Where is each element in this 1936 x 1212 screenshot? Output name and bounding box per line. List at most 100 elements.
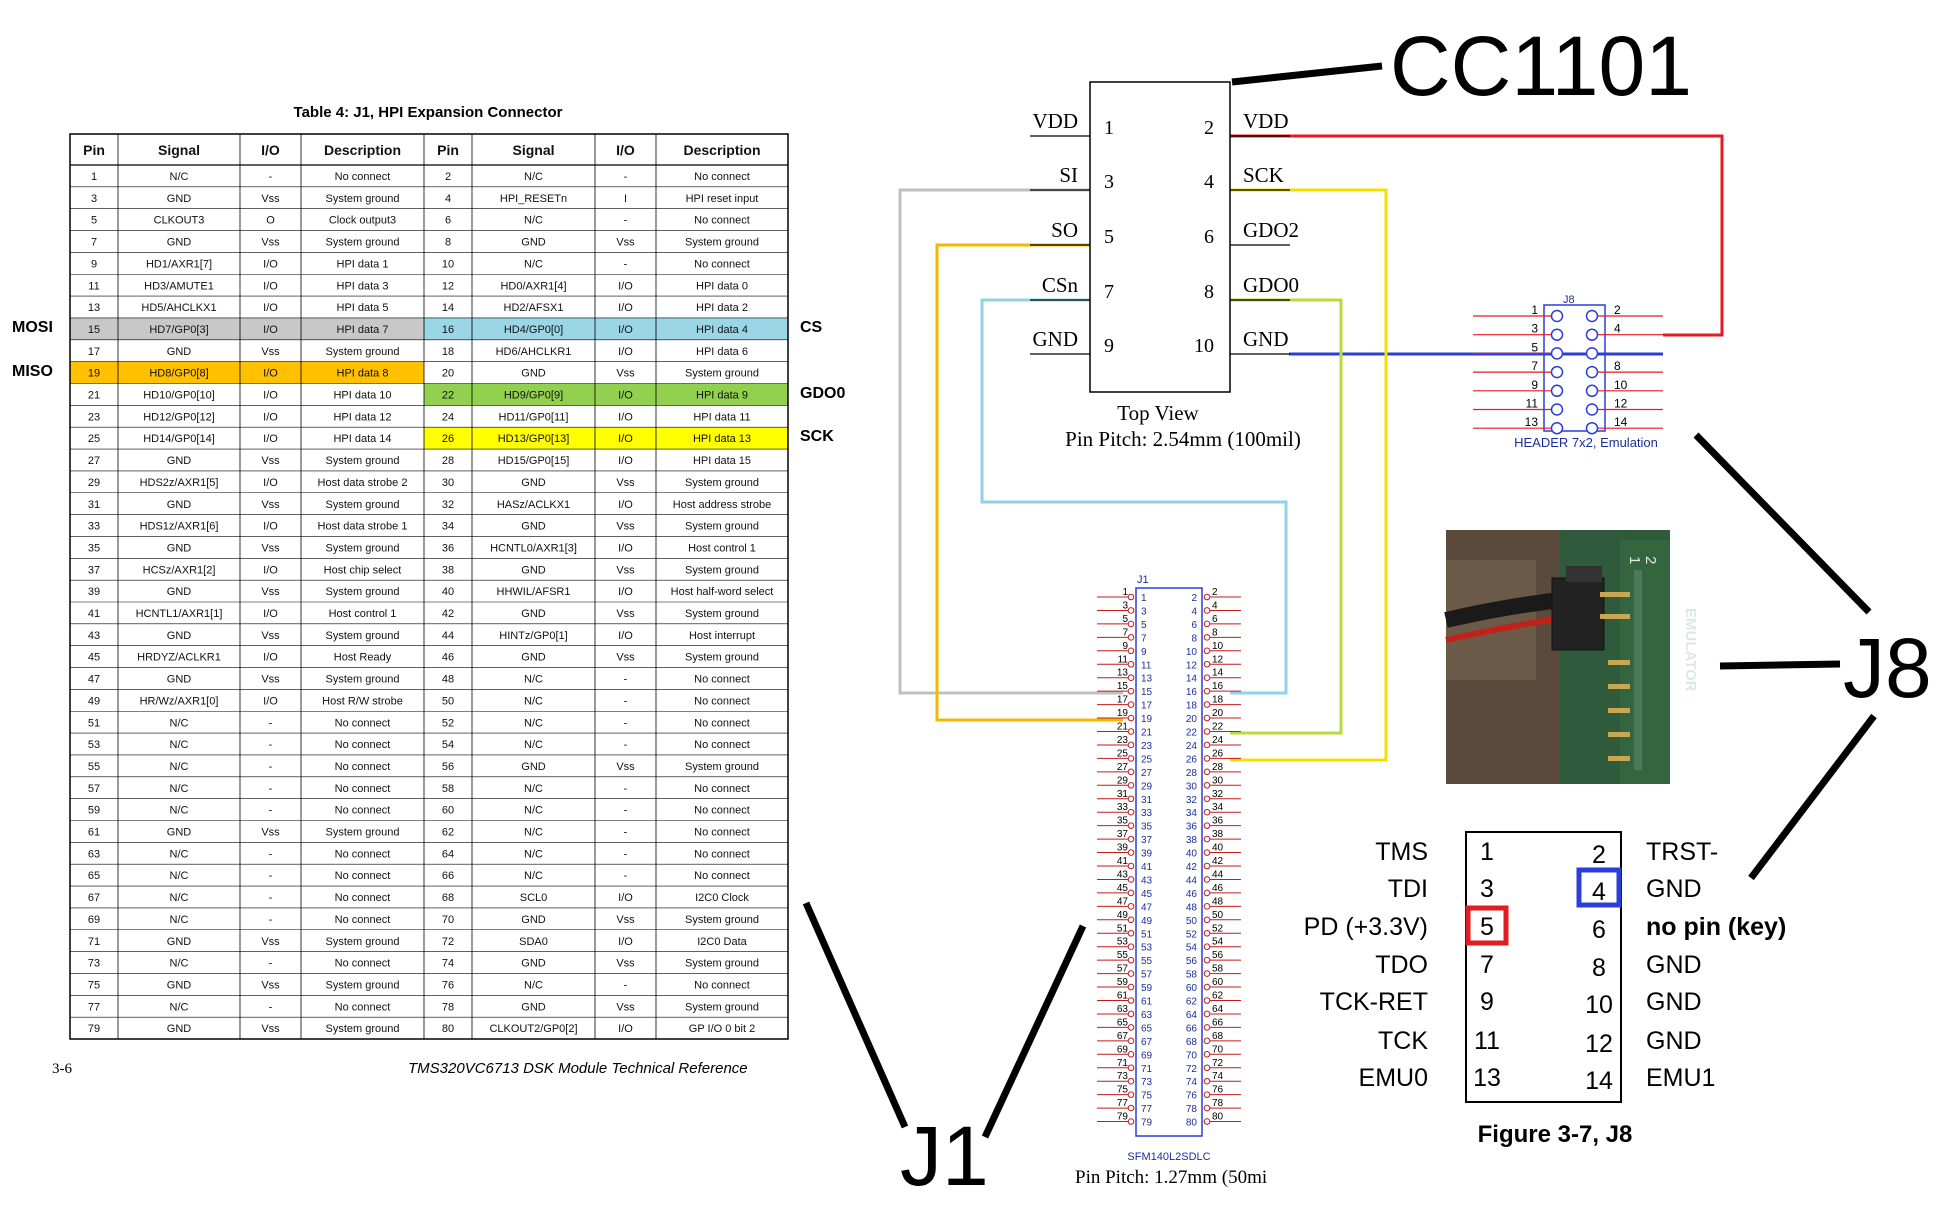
table-cell: GND <box>521 652 546 664</box>
j1-pin-label-outer: 36 <box>1212 816 1224 827</box>
table-cell: No connect <box>335 739 391 751</box>
table-cell: GND <box>167 586 192 598</box>
j1-pin <box>1203 822 1211 829</box>
j1-connector-caption: Pin Pitch: 1.27mm (50mi <box>1075 1167 1267 1188</box>
table-cell: Vss <box>261 237 280 249</box>
j1-pin <box>1127 714 1135 722</box>
table-cell: Host R/W strobe <box>322 695 403 707</box>
j1-pin-label-inner: 74 <box>1186 1077 1198 1088</box>
table-cell: 1 <box>91 171 97 183</box>
table-header-cell: Pin <box>437 142 459 158</box>
j1-pin-label-inner: 23 <box>1141 741 1153 752</box>
j8-header-pin-num: 4 <box>1614 322 1621 336</box>
table-cell: CLKOUT2/GP0[2] <box>489 1023 577 1035</box>
table-cell: No connect <box>694 717 750 729</box>
j1-pin <box>1127 997 1135 1004</box>
j1-pin <box>1203 620 1211 628</box>
callouts <box>802 432 1877 1139</box>
j1-pin-label-outer: 28 <box>1212 762 1224 773</box>
table-cell: System ground <box>685 477 759 489</box>
table-cell: 75 <box>88 979 100 991</box>
table-cell: 50 <box>442 695 454 707</box>
cc1101-pin-num: 3 <box>1104 171 1114 193</box>
table-cell: HPI data 0 <box>696 280 748 292</box>
table-cell: - <box>624 979 628 991</box>
table-cell: No connect <box>694 783 750 795</box>
j1-pin-label-inner: 54 <box>1186 943 1198 954</box>
j1-pin-label-inner: 40 <box>1186 849 1198 860</box>
table-cell: SDA0 <box>519 936 548 948</box>
j1-pin <box>1203 674 1211 682</box>
table-cell: N/C <box>524 827 543 839</box>
cc1101-pin-num: 1 <box>1104 117 1114 139</box>
j1-pin <box>1127 795 1135 803</box>
table-cell: Vss <box>261 586 280 598</box>
j1-pin <box>1127 620 1135 628</box>
j1-pin <box>1203 862 1211 870</box>
table-cell: - <box>269 783 273 795</box>
j1-pin-label-outer: 20 <box>1212 708 1224 719</box>
j8-header-caption: HEADER 7x2, Emulation <box>1514 435 1658 450</box>
table-cell: HD13/GP0[13] <box>498 433 570 445</box>
table-cell: No connect <box>694 674 750 686</box>
j1-pin <box>1127 943 1135 951</box>
table-cell: Clock output3 <box>329 215 396 227</box>
table-cell: GND <box>167 979 192 991</box>
j1-pin-label-inner: 53 <box>1141 943 1153 954</box>
footer-page: 3-6 <box>52 1061 72 1077</box>
j1-pin-label-outer: 27 <box>1117 762 1129 773</box>
table-cell: 42 <box>442 608 454 620</box>
table-cell: N/C <box>170 848 189 860</box>
table-cell: 74 <box>442 958 454 970</box>
j1-pin-label-inner: 50 <box>1186 916 1198 927</box>
cc1101-pin-num: 2 <box>1204 117 1214 139</box>
cc1101-pin-num: 6 <box>1204 226 1214 248</box>
j8-callout-line-bottom <box>1748 713 1877 881</box>
table-cell: 46 <box>442 652 454 664</box>
table-cell: System ground <box>326 674 400 686</box>
j1-pin-label-inner: 68 <box>1186 1037 1198 1048</box>
table-cell: HPI data 4 <box>696 324 748 336</box>
table-cell: 48 <box>442 674 454 686</box>
table-cell: 62 <box>442 827 454 839</box>
j8-left-pin-num: 5 <box>1480 913 1494 941</box>
j1-pin-label-outer: 9 <box>1122 641 1128 652</box>
table-cell: No connect <box>335 1001 391 1013</box>
table-cell: 59 <box>88 805 100 817</box>
table-cell: HPI reset input <box>686 193 759 205</box>
j1-pin-label-outer: 48 <box>1212 896 1224 907</box>
table-cell: Vss <box>616 958 635 970</box>
table-cell: - <box>624 258 628 270</box>
j1-pin-label-outer: 3 <box>1122 600 1128 611</box>
j8-right-signal: no pin (key) <box>1646 913 1786 941</box>
j1-pin <box>1127 593 1135 601</box>
label-gdo0: GDO0 <box>800 385 845 402</box>
table-cell: N/C <box>170 914 189 926</box>
table-cell: 41 <box>88 608 100 620</box>
wire-sck <box>1230 188 1388 762</box>
table-cell: 12 <box>442 280 454 292</box>
table-cell: 3 <box>91 193 97 205</box>
j1-pin <box>1203 714 1211 722</box>
j1-pin <box>1203 795 1211 803</box>
j1-pin-label-outer: 23 <box>1117 735 1129 746</box>
table-cell: HD3/AMUTE1 <box>144 280 214 292</box>
j8-header-pin <box>1585 328 1599 341</box>
j1-pin-label-outer: 70 <box>1212 1044 1224 1055</box>
j1-pin <box>1127 634 1135 641</box>
j1-pin <box>1127 1051 1135 1058</box>
j1-pin <box>1127 956 1135 964</box>
table-cell: Vss <box>261 542 280 554</box>
j1-pin-label-inner: 6 <box>1191 620 1197 631</box>
table-cell: - <box>269 805 273 817</box>
table-cell: GND <box>521 608 546 620</box>
j1-pin-label-outer: 12 <box>1212 654 1224 665</box>
table-cell: - <box>624 805 628 817</box>
table-cell: I/O <box>263 521 278 533</box>
j1-pin-label-inner: 39 <box>1141 849 1153 860</box>
table-cell: I/O <box>263 302 278 314</box>
j8-header-pin <box>1585 347 1599 360</box>
j1-pin-label-inner: 18 <box>1186 701 1198 712</box>
j1-pin-label-inner: 41 <box>1141 862 1153 873</box>
j1-pin <box>1203 849 1211 856</box>
